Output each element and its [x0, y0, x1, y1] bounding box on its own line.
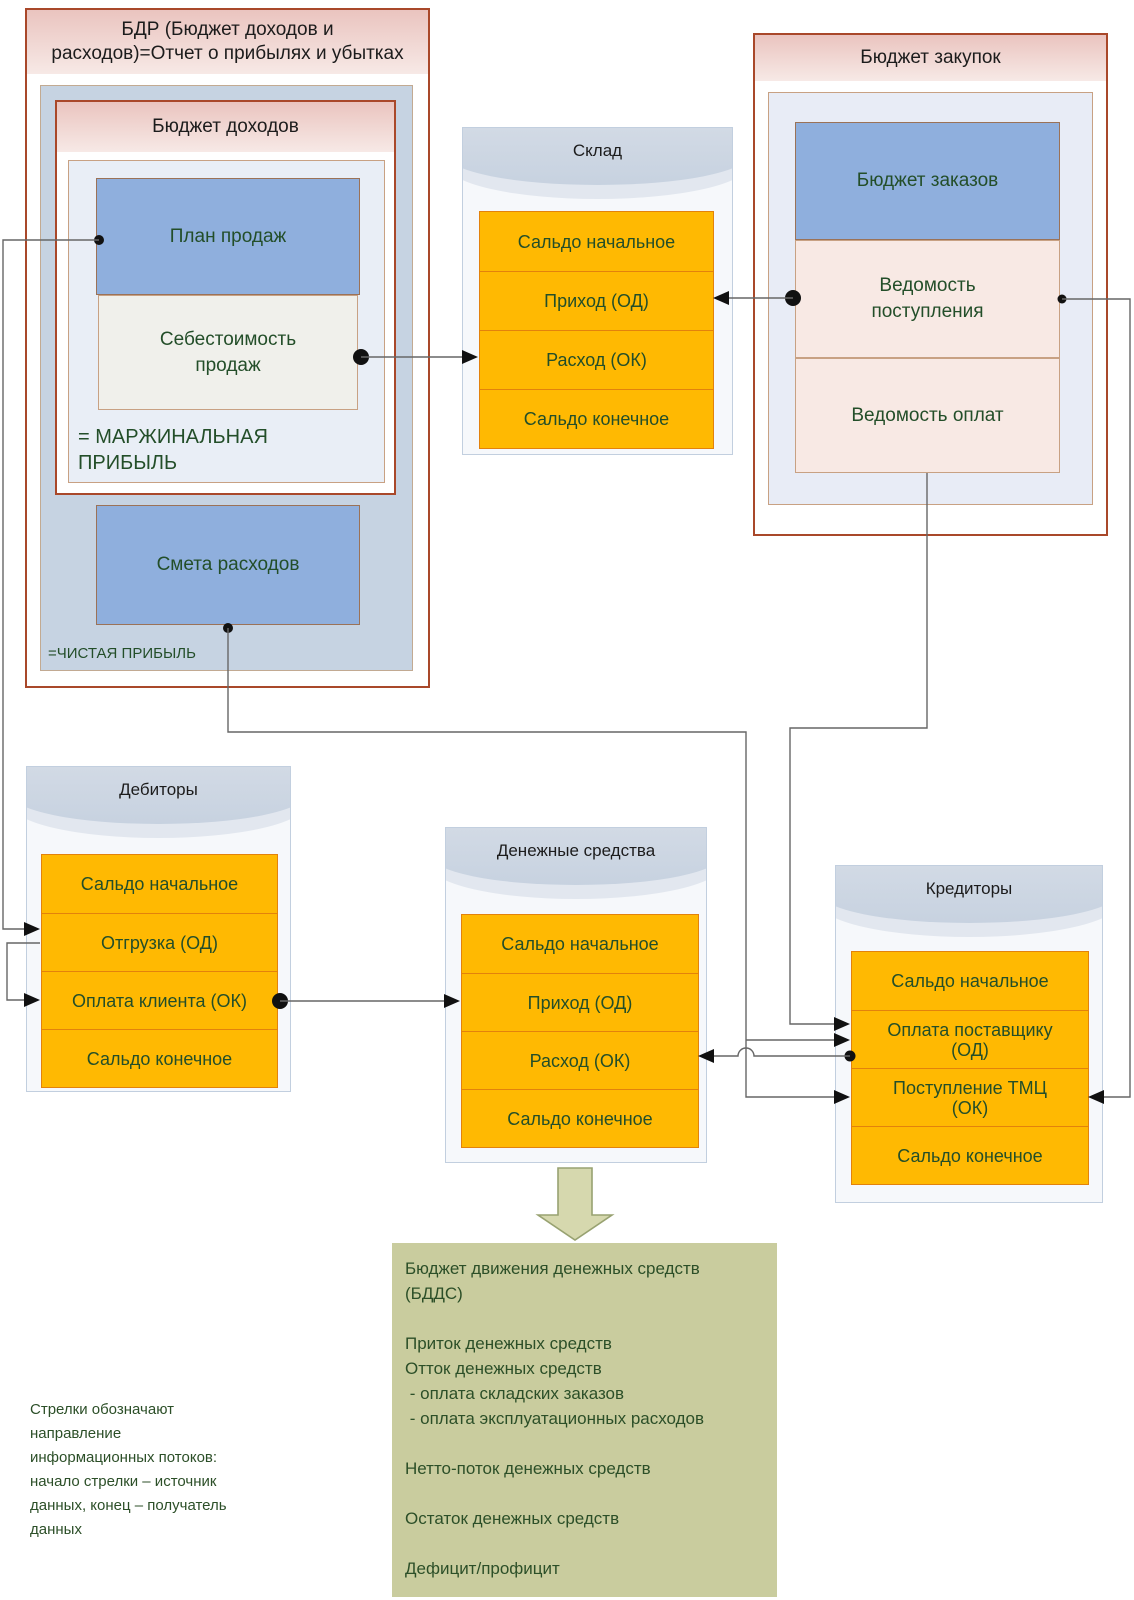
bdds-line [405, 1531, 767, 1556]
warehouse-row-inflow: Приход (ОД) [480, 271, 713, 330]
receipts-sheet-label: Ведомость поступления [871, 275, 984, 322]
cash-row-inflow: Приход (ОД) [462, 973, 698, 1031]
payments-sheet-label: Ведомость оплат [851, 404, 1004, 426]
bdds-line: - оплата эксплуатационных расходов [405, 1409, 705, 1428]
warehouse-header-band [463, 128, 732, 185]
bdds-line: Приток денежных средств [405, 1334, 612, 1353]
margin-profit-label: = МАРЖИНАЛЬНАЯ ПРИБЫЛЬ [78, 426, 268, 474]
creditors-title: Кредиторы [925, 879, 1013, 898]
payments-sheet-box: Ведомость оплат [795, 358, 1060, 473]
arrows-legend-text: Стрелки обозначают направление информаци… [30, 1401, 227, 1538]
bdds-box: Бюджет движения денежных средств (БДДС) … [392, 1243, 777, 1597]
expense-estimate-label: Смета расходов [156, 554, 300, 575]
orders-budget-label: Бюджет заказов [856, 170, 999, 191]
creditors-row-opening-balance: Сальдо начальное [891, 971, 1049, 991]
bdds-line: Остаток денежных средств [405, 1509, 620, 1528]
creditors-row-goods-receipt: Поступление ТМЦ (ОК) [852, 1068, 1088, 1126]
purchases-inner-container: Бюджет заказов Ведомость поступления Вед… [768, 92, 1093, 505]
debtors-row-closing-balance: Сальдо конечное [42, 1029, 277, 1087]
debtors-row-client-payment: Оплата клиента (ОК) [42, 971, 277, 1029]
expense-estimate-box: Смета расходов [96, 505, 360, 625]
bdr-inner-container: Бюджет доходов План продаж Себестоимость… [40, 85, 413, 671]
warehouse-row-opening-balance: Сальдо начальное [517, 231, 676, 252]
cash-row-closing-balance: Сальдо конечное [462, 1089, 698, 1147]
income-budget-header: Бюджет доходов [57, 102, 394, 152]
bdds-line [405, 1481, 767, 1506]
warehouse-panel: Склад Сальдо начальное Приход (ОД) Расхо… [462, 127, 733, 455]
warehouse-rows: Сальдо начальное Приход (ОД) Расход (ОК)… [479, 211, 714, 449]
bdds-line: Дефицит/профицит [405, 1559, 560, 1578]
orders-budget-box: Бюджет заказов [795, 122, 1060, 240]
sales-plan-label: План продаж [169, 225, 287, 247]
creditors-row-closing-balance: Сальдо конечное [852, 1126, 1088, 1184]
purchases-budget-title: Бюджет закупок [860, 47, 1001, 68]
bdds-line: Нетто-поток денежных средств [405, 1459, 651, 1478]
receipts-sheet-box: Ведомость поступления [795, 240, 1060, 358]
cost-of-sales-box: Себестоимость продаж [98, 295, 358, 410]
bdr-block: БДР (Бюджет доходов и расходов)=Отчет о … [25, 8, 430, 688]
cash-panel: Денежные средства Сальдо начальное Прихо… [445, 827, 707, 1163]
creditors-row-supplier-payment: Оплата поставщику (ОД) [852, 1010, 1088, 1068]
bdds-line: Отток денежных средств [405, 1359, 602, 1378]
warehouse-row-outflow: Расход (ОК) [480, 330, 713, 389]
cash-rows: Сальдо начальное Приход (ОД) Расход (ОК)… [461, 914, 699, 1148]
debtors-title: Дебиторы [119, 780, 198, 799]
debtors-rows: Сальдо начальное Отгрузка (ОД) Оплата кл… [41, 854, 278, 1088]
warehouse-title: Склад [572, 141, 623, 160]
sales-plan-box: План продаж [96, 178, 360, 295]
arrow-client-payment-to-cash-inflow [272, 993, 460, 1009]
margin-container: План продаж Себестоимость продаж = МАРЖИ… [68, 160, 385, 483]
creditors-panel: Кредиторы Сальдо начальное Оплата постав… [835, 865, 1103, 1203]
creditors-rows: Сальдо начальное Оплата поставщику (ОД) … [851, 951, 1089, 1185]
debtors-row-opening-balance: Сальдо начальное [80, 874, 239, 894]
bdds-line [405, 1431, 767, 1456]
bdds-line: Бюджет движения денежных средств [405, 1259, 700, 1278]
cash-row-opening-balance: Сальдо начальное [501, 934, 659, 954]
bdds-line [405, 1306, 767, 1331]
bdds-line: (БДДС) [405, 1284, 463, 1303]
cash-title: Денежные средства [496, 841, 656, 860]
bdr-header: БДР (Бюджет доходов и расходов)=Отчет о … [27, 10, 428, 74]
purchases-budget-header: Бюджет закупок [755, 35, 1106, 81]
warehouse-row-closing-balance: Сальдо конечное [480, 389, 713, 448]
bdr-title-line1: БДР (Бюджет доходов и [121, 19, 334, 40]
down-arrow-to-bdds [535, 1167, 615, 1241]
income-budget-box: Бюджет доходов План продаж Себестоимость… [55, 100, 396, 495]
cost-of-sales-label: Себестоимость продаж [159, 328, 297, 376]
bdr-title-line2: расходов)=Отчет о прибылях и убытках [51, 43, 404, 64]
net-profit-label: =ЧИСТАЯ ПРИБЫЛЬ [48, 645, 196, 662]
income-budget-title: Бюджет доходов [152, 116, 299, 137]
debtors-panel: Дебиторы Сальдо начальное Отгрузка (ОД) … [26, 766, 291, 1092]
bdds-line: - оплата складских заказов [405, 1384, 625, 1403]
debtors-row-shipment: Отгрузка (ОД) [42, 913, 277, 971]
arrow-supplier-payment-to-cash-outflow [698, 1047, 856, 1063]
cash-row-outflow: Расход (ОК) [462, 1031, 698, 1089]
purchases-budget-block: Бюджет закупок Бюджет заказов Ведомость … [753, 33, 1108, 536]
